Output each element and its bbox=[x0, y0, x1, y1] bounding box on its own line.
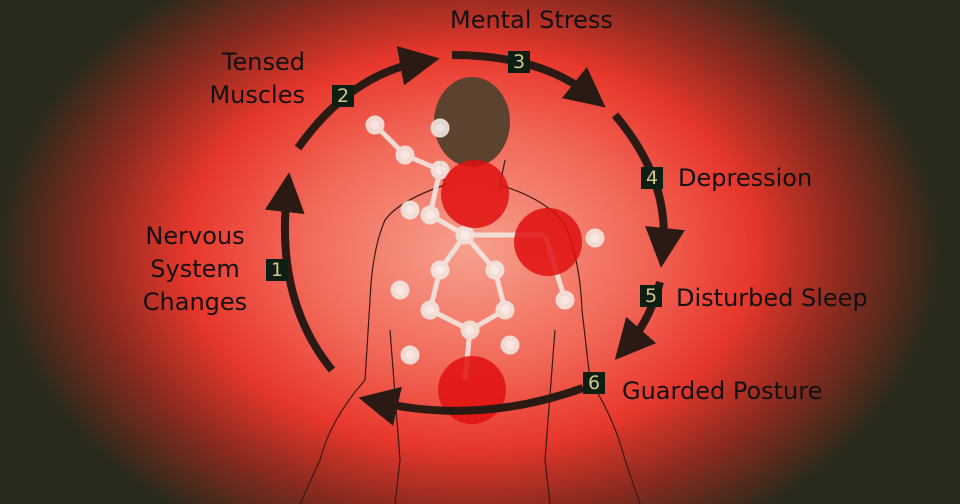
head bbox=[434, 77, 510, 167]
arrow-3-to-4 bbox=[451, 51, 606, 108]
label-line: Nervous bbox=[145, 222, 245, 250]
arrow-2-to-3 bbox=[294, 45, 440, 151]
step-badge-2: 2 bbox=[332, 85, 354, 107]
step-label-4: Depression bbox=[678, 164, 813, 192]
step-label-1: Nervous System Changes bbox=[120, 220, 270, 319]
step-badge-6: 6 bbox=[583, 372, 605, 394]
label-line: Tensed bbox=[221, 48, 305, 76]
label-line: Changes bbox=[142, 288, 248, 316]
step-label-5: Disturbed Sleep bbox=[676, 284, 868, 312]
body-silhouette bbox=[299, 159, 641, 504]
cycle-arrows bbox=[264, 45, 685, 426]
step-label-3: Mental Stress bbox=[450, 6, 613, 34]
label-line: Muscles bbox=[209, 81, 305, 109]
step-badge-1: 1 bbox=[266, 259, 288, 281]
step-label-6: Guarded Posture bbox=[622, 377, 823, 405]
step-badge-5: 5 bbox=[640, 285, 662, 307]
arrow-1-to-2 bbox=[264, 172, 336, 373]
label-line: System bbox=[150, 255, 240, 283]
step-badge-4: 4 bbox=[641, 167, 663, 189]
step-badge-3: 3 bbox=[508, 51, 530, 73]
arrow-6-to-1 bbox=[358, 384, 585, 426]
step-label-2: Tensed Muscles bbox=[160, 46, 305, 112]
